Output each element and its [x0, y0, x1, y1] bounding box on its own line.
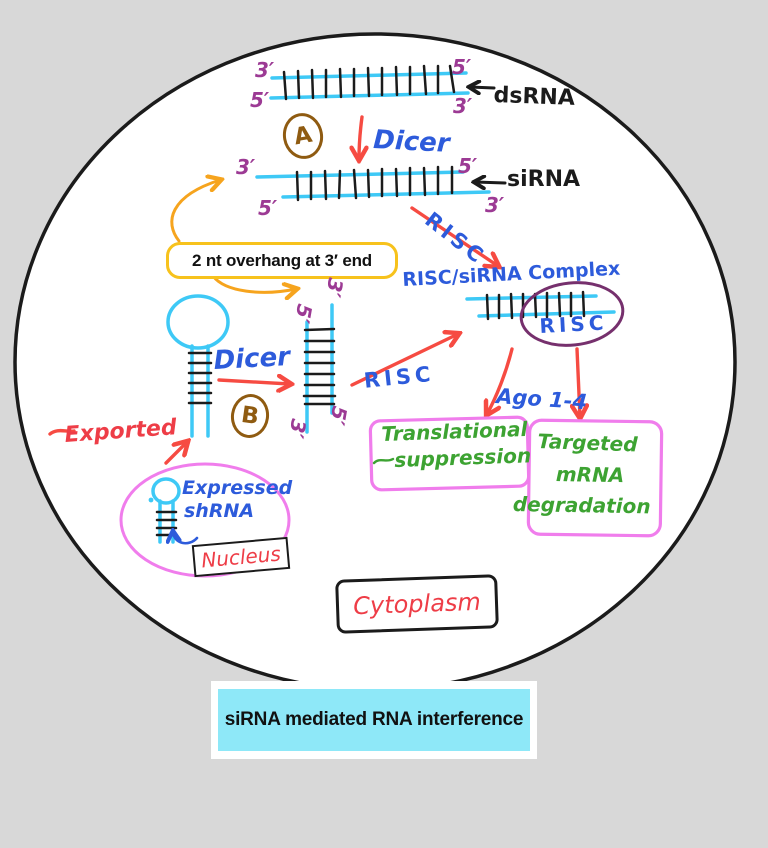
translational-arrow [487, 347, 514, 414]
expressed-shrna-line1: Expressed [182, 477, 293, 499]
nucleus-hairpin-rungs [155, 510, 178, 537]
translational-line2: suppression [393, 443, 532, 472]
dsrna-rungs [282, 64, 456, 101]
duplexb-end-5-top: 5′ [289, 302, 317, 326]
overhang-to-duplexb-arrow [211, 274, 296, 292]
duplexb-end-5-bottom: 5′ [324, 404, 352, 428]
duplexb-rungs [302, 327, 337, 406]
degradation-line3: degradation [512, 492, 651, 519]
sirna-end-3-bottom-right: 3′ [485, 193, 505, 217]
sirna-rungs [295, 165, 454, 202]
degradation-box [526, 418, 664, 538]
degradation-arrow [577, 347, 580, 417]
title-banner: siRNA mediated RNA interference [211, 681, 537, 759]
sirna-top-strand [255, 170, 465, 179]
cytoplasm-label-box: Cytoplasm [335, 574, 499, 634]
nucleus-label: Nucleus [200, 541, 282, 573]
step-a-letter: A [291, 121, 315, 151]
duplexb-end-3-bottom: 3′ [283, 417, 311, 441]
dsrna-label: dsRNA [493, 83, 576, 111]
base-pair-rungs [155, 64, 586, 537]
sirna-end-5-top-right: 5′ [458, 154, 478, 178]
sirna-pointer-arrow [475, 182, 507, 183]
callout-shapes [119, 281, 664, 578]
diagram-title: siRNA mediated RNA interference [224, 709, 524, 730]
dicer-a-label: Dicer [372, 125, 451, 159]
sirna-label: siRNA [507, 167, 581, 192]
dsrna-end-5-bottom-left: 5′ [250, 88, 270, 112]
dicer-b-label: Dicer [212, 342, 291, 376]
risc-a-arrow [410, 206, 498, 266]
dsrna-end-5-top-right: 5′ [452, 55, 472, 79]
sirna-end-3-top-left: 3′ [236, 155, 256, 179]
risc-b-arrow [350, 334, 458, 387]
shrna-hook-arrow [173, 532, 199, 545]
exported-arrow [164, 442, 187, 465]
title-banner-inner: siRNA mediated RNA interference [218, 689, 530, 751]
sirna-bottom-strand [281, 190, 491, 199]
red-arrows [48, 115, 580, 465]
dicer-b-arrow [217, 380, 290, 384]
complex-risc-label: RISC [538, 310, 608, 338]
shrna-stem-rungs [187, 351, 213, 405]
translational-line1: Translational [380, 416, 528, 446]
degradation-line1: Targeted [537, 429, 638, 457]
degradation-line2: mRNA [555, 462, 625, 488]
overhang-note-box: 2 nt overhang at 3′ end [166, 242, 398, 279]
duplexb-end-3-top: 3′ [320, 276, 348, 300]
nucleus-hairpin-loop [151, 477, 181, 505]
dsrna-pointer-arrow [470, 87, 496, 88]
suppression-flourish [372, 457, 395, 465]
cytoplasm-label: Cytoplasm [352, 587, 482, 621]
risc-ellipse [519, 281, 625, 347]
shrna-hairpin-loop [166, 294, 230, 350]
sirna-end-5-bottom-left: 5′ [258, 196, 278, 220]
exported-flourish [48, 428, 76, 436]
dicer-a-arrow [359, 115, 362, 159]
overhang-to-sirna-arrow [170, 180, 220, 243]
nucleus-hairpin-dot [148, 497, 154, 503]
overhang-note-text: 2 nt overhang at 3′ end [192, 250, 372, 270]
expressed-shrna-line2: shRNA [184, 500, 255, 522]
dsrna-end-3-bottom-right: 3′ [453, 94, 473, 118]
orange-arrows [170, 180, 296, 292]
pointer-arrows [470, 87, 507, 183]
step-b-letter: B [239, 401, 261, 431]
dsrna-end-3-top-left: 3′ [255, 58, 275, 82]
